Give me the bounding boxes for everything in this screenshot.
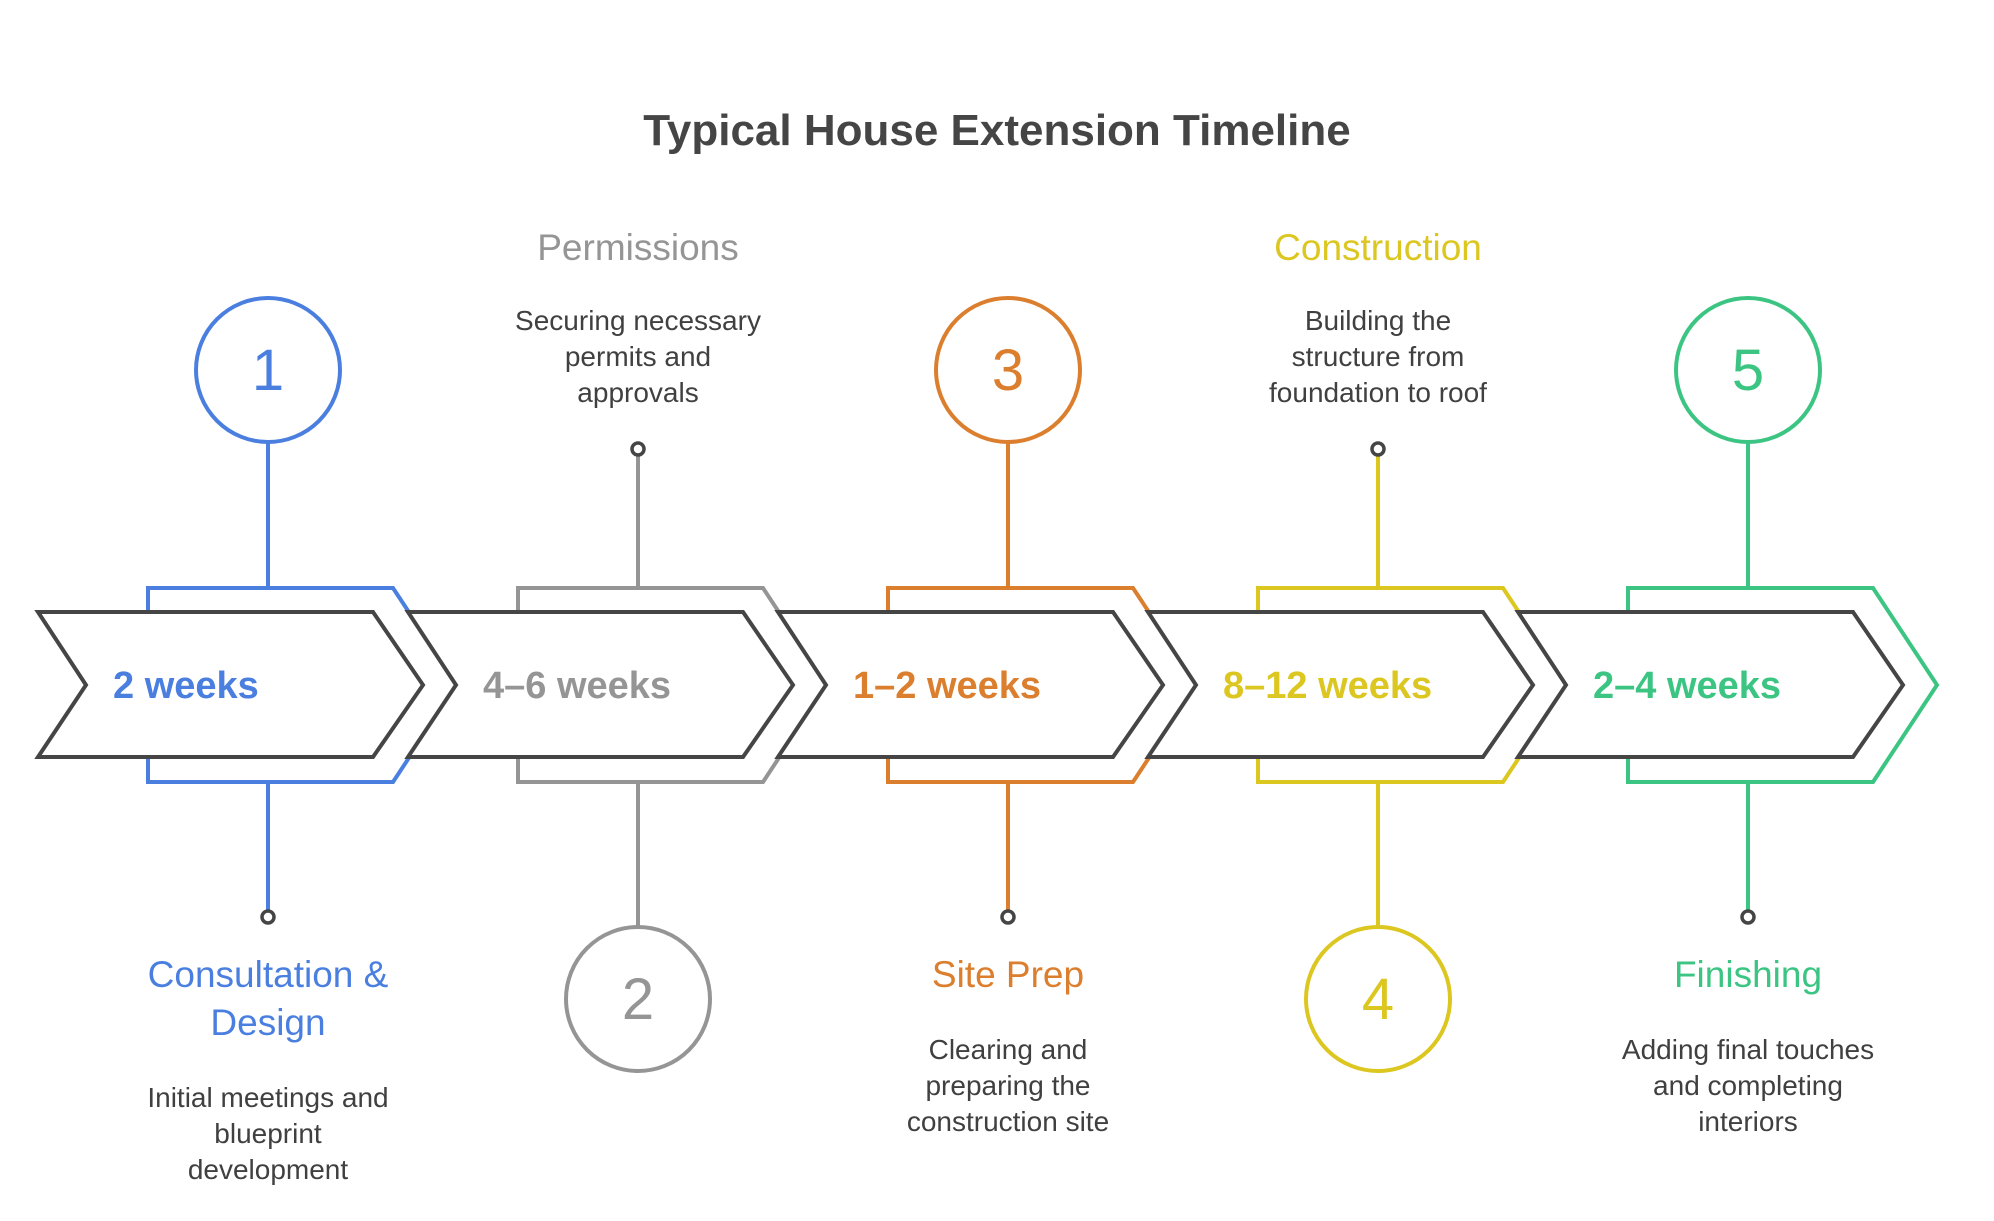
chevron-consultation-and-design: [34, 610, 426, 759]
dot-construction: [1370, 441, 1386, 457]
duration-permissions: 4–6 weeks: [483, 665, 671, 707]
step-description-permissions: approvals: [577, 377, 698, 408]
step-description-consultation-and-design: development: [188, 1154, 349, 1185]
step-heading-consultation-and-design: Design: [210, 1002, 325, 1043]
step-description-construction: structure from: [1292, 341, 1465, 372]
step-number-construction: 4: [1362, 967, 1394, 1032]
step-description-site-prep: preparing the: [925, 1070, 1090, 1101]
step-description-site-prep: construction site: [907, 1106, 1109, 1137]
step-heading-construction: Construction: [1274, 227, 1482, 268]
step-description-permissions: permits and: [565, 341, 711, 372]
number-circle-finishing: [1674, 296, 1822, 444]
duration-consultation-and-design: 2 weeks: [113, 665, 259, 707]
step-description-finishing: interiors: [1698, 1106, 1798, 1137]
step-description-finishing: Adding final touches: [1622, 1034, 1874, 1065]
duration-site-prep: 1–2 weeks: [853, 665, 1041, 707]
step-description-construction: foundation to roof: [1269, 377, 1487, 408]
step-number-finishing: 5: [1732, 338, 1764, 403]
dot-site-prep: [1000, 909, 1016, 925]
number-circle-site-prep: [934, 296, 1082, 444]
chevron-construction: [1144, 610, 1536, 759]
number-circle-construction: [1304, 925, 1452, 1073]
step-description-finishing: and completing: [1653, 1070, 1843, 1101]
step-number-site-prep: 3: [992, 338, 1024, 403]
diagram-title: Typical House Extension Timeline: [643, 106, 1350, 155]
dot-consultation-and-design: [260, 909, 276, 925]
step-description-consultation-and-design: Initial meetings and: [147, 1082, 388, 1113]
grey-chevrons: [34, 610, 1906, 759]
step-description-site-prep: Clearing and: [929, 1034, 1088, 1065]
chevron-finishing: [1514, 610, 1906, 759]
connectors: [194, 296, 1822, 1073]
duration-construction: 8–12 weeks: [1223, 665, 1432, 707]
step-description-permissions: Securing necessary: [515, 305, 761, 336]
number-circle-consultation-and-design: [194, 296, 342, 444]
step-number-permissions: 2: [622, 967, 654, 1032]
chevron-permissions: [404, 610, 796, 759]
dot-finishing: [1740, 909, 1756, 925]
step-heading-finishing: Finishing: [1674, 954, 1822, 995]
step-heading-permissions: Permissions: [537, 227, 739, 268]
duration-finishing: 2–4 weeks: [1593, 665, 1781, 707]
step-heading-consultation-and-design: Consultation &: [148, 954, 389, 995]
chevron-site-prep: [774, 610, 1166, 759]
step-description-consultation-and-design: blueprint: [214, 1118, 322, 1149]
step-description-construction: Building the: [1305, 305, 1451, 336]
step-heading-site-prep: Site Prep: [932, 954, 1084, 995]
number-circle-permissions: [564, 925, 712, 1073]
dot-permissions: [630, 441, 646, 457]
step-number-consultation-and-design: 1: [252, 338, 284, 403]
